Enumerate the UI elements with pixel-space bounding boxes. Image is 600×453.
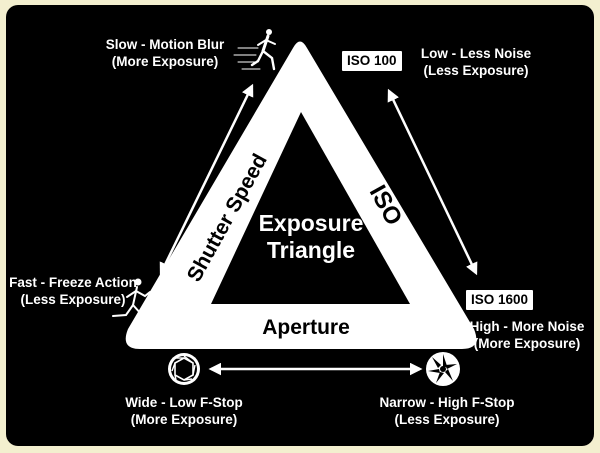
iso-high-caption: High - More Noise (More Exposure) (462, 318, 592, 352)
shutter-fast-line2: (Less Exposure) (20, 292, 126, 307)
aperture-wide-line1: Wide - Low F-Stop (125, 395, 243, 410)
iso-low-line1: Low - Less Noise (420, 46, 532, 61)
diagram-frame: Exposure Triangle Shutter Speed ISO Aper… (6, 5, 594, 446)
shutter-slow-line1: Slow - Motion Blur (105, 37, 225, 52)
aperture-wide-icon (168, 353, 200, 385)
shutter-arrow (159, 83, 254, 276)
iso-high-line1: High - More Noise (469, 319, 585, 334)
iso-high-line2: (More Exposure) (473, 336, 581, 351)
center-title-line1: Exposure (259, 210, 364, 236)
aperture-wide-line2: (More Exposure) (130, 412, 238, 427)
iso-low-badge: ISO 100 (342, 51, 402, 71)
shutter-fast-caption: Fast - Freeze Action (Less Exposure) (6, 274, 142, 308)
side-label-aperture: Aperture (262, 316, 350, 339)
aperture-narrow-line1: Narrow - High F-Stop (379, 395, 515, 410)
running-figure-icon (233, 29, 276, 71)
aperture-narrow-caption: Narrow - High F-Stop (Less Exposure) (372, 394, 522, 428)
aperture-narrow-icon (426, 352, 460, 386)
inner-triangle (211, 112, 410, 304)
center-title-line2: Triangle (267, 237, 355, 263)
shutter-slow-line2: (More Exposure) (111, 54, 219, 69)
iso-high-badge: ISO 1600 (466, 290, 534, 310)
walking-figure-icon (112, 278, 151, 328)
exposure-triangle-diagram: Exposure Triangle Shutter Speed ISO Aper… (112, 29, 478, 386)
shutter-fast-line1: Fast - Freeze Action (9, 275, 137, 290)
aperture-narrow-line2: (Less Exposure) (394, 412, 500, 427)
iso-low-line2: (Less Exposure) (423, 63, 529, 78)
aperture-wide-caption: Wide - Low F-Stop (More Exposure) (114, 394, 254, 428)
iso-low-caption: Low - Less Noise (Less Exposure) (406, 45, 546, 79)
iso-arrow (387, 88, 478, 276)
shutter-slow-caption: Slow - Motion Blur (More Exposure) (90, 36, 240, 70)
